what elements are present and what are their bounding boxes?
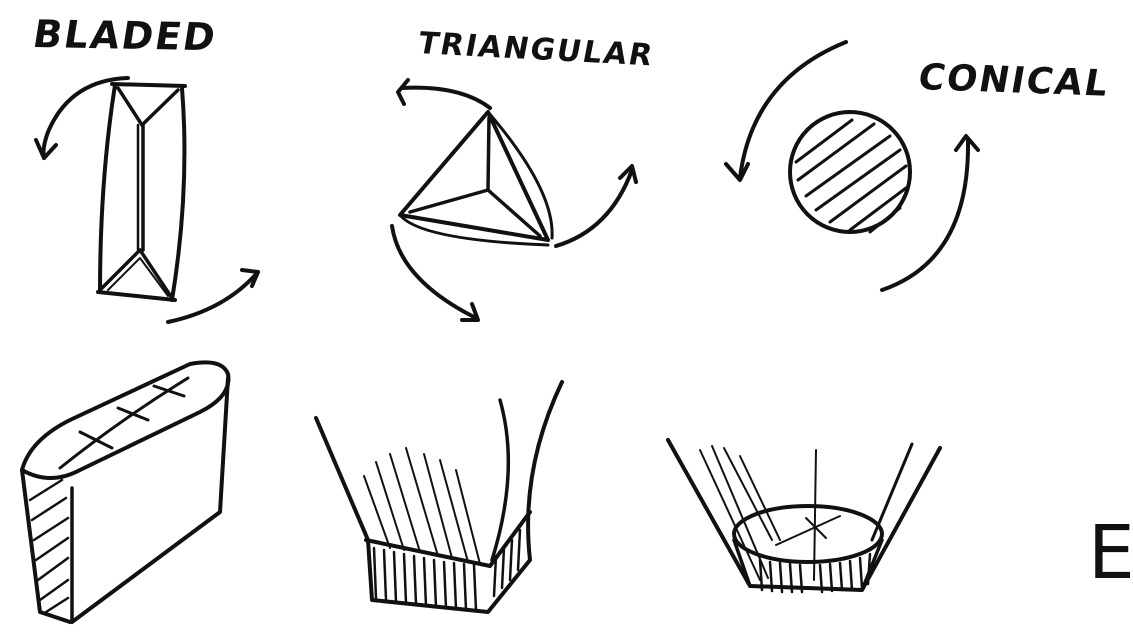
bladed-3d-view [22,362,228,622]
conical-3d-view [668,440,940,592]
conical-top-view [790,112,910,232]
triangular-3d-view [316,382,562,612]
bladed-rotation-arrows [36,78,258,322]
bladed-top-view [98,84,185,300]
triangular-rotation-arrows [392,80,636,320]
triangular-top-view [400,112,552,245]
conical-rotation-arrows [726,42,978,290]
